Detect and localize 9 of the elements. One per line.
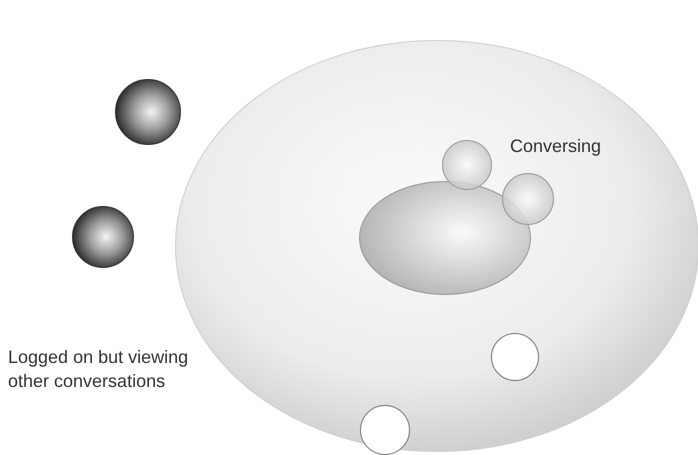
hollow-circle xyxy=(360,405,410,455)
caption-text: Logged on but viewing other conversations xyxy=(8,346,190,393)
hollow-circle xyxy=(491,333,539,381)
caption-text: Conversing xyxy=(510,135,602,158)
dark-sphere xyxy=(115,79,181,145)
dark-sphere xyxy=(72,206,134,268)
light-sphere xyxy=(442,140,492,190)
light-sphere xyxy=(502,173,554,225)
inner-ellipse xyxy=(359,181,531,295)
